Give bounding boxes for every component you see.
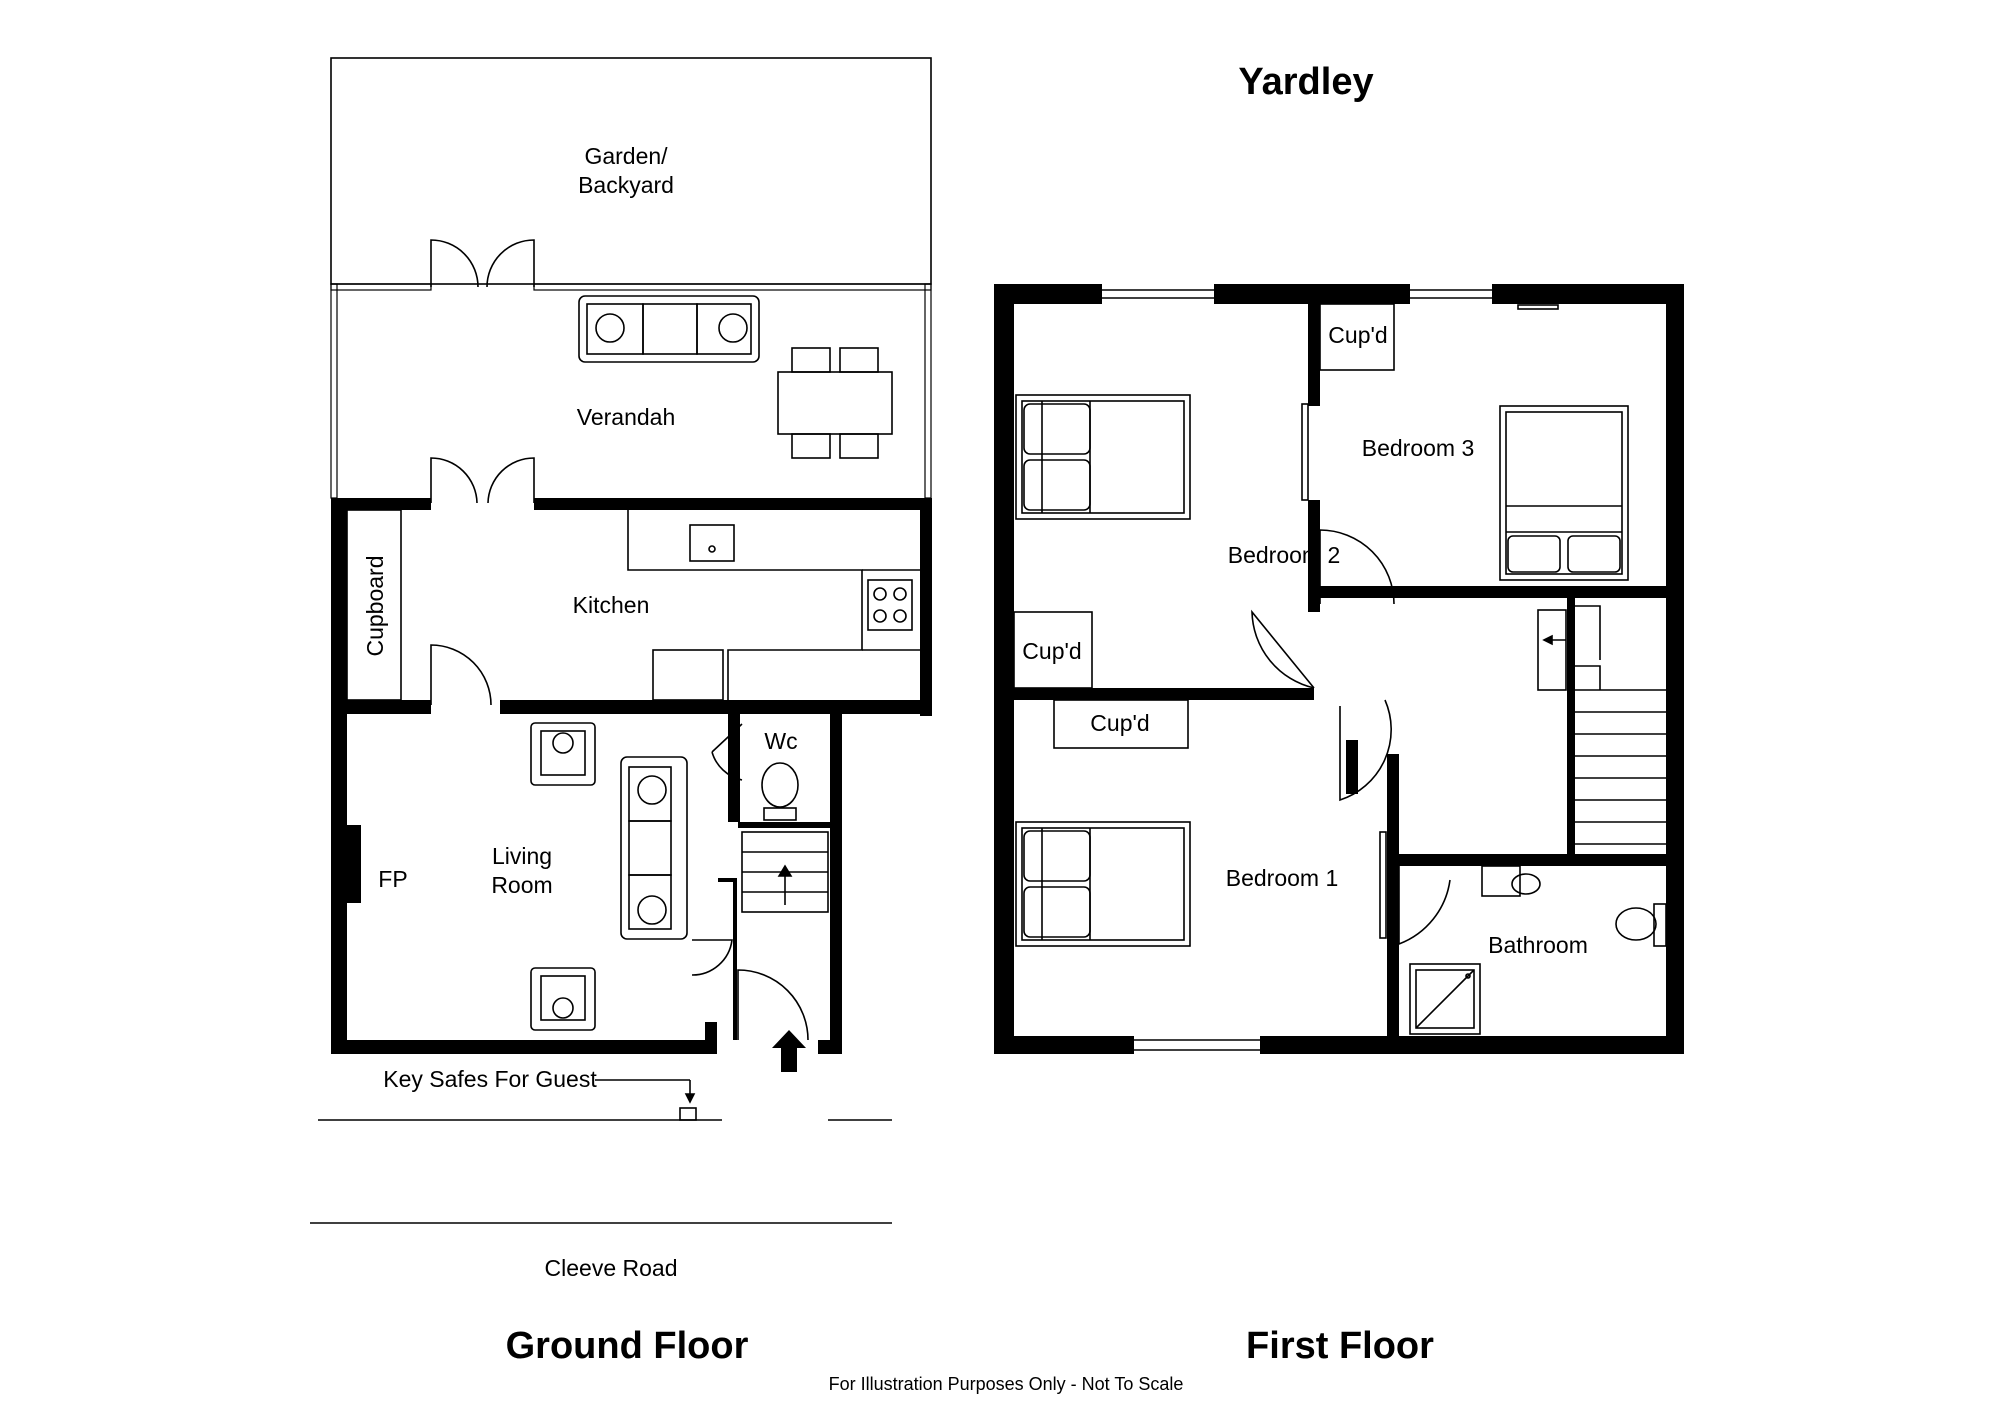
living-sofa bbox=[620, 756, 688, 940]
road-label: Cleeve Road bbox=[545, 1255, 678, 1281]
bathroom-label: Bathroom bbox=[1488, 932, 1588, 958]
living-room-label-line1: Living bbox=[492, 843, 552, 869]
living-room-label-line2: Room bbox=[491, 872, 552, 898]
ground-floor-title: Ground Floor bbox=[506, 1325, 749, 1367]
bedroom2-label: Bedroom 2 bbox=[1228, 542, 1341, 568]
first-walls bbox=[994, 284, 1684, 1054]
verandah-boundary bbox=[330, 283, 932, 499]
fireplace-label: FP bbox=[378, 866, 407, 892]
dining-table bbox=[777, 347, 893, 459]
first-stairs bbox=[1537, 605, 1666, 845]
ground-walls bbox=[331, 498, 932, 1054]
bathroom-fixtures bbox=[1409, 865, 1667, 1035]
bedroom2-bed bbox=[1015, 394, 1191, 520]
bedroom1-mirror bbox=[1379, 831, 1387, 939]
garden-label-line2: Backyard bbox=[578, 172, 674, 198]
key-safes-label: Key Safes For Guest bbox=[383, 1066, 597, 1092]
kitchen-living-door bbox=[430, 644, 492, 706]
wc-door bbox=[711, 723, 743, 781]
verandah-garden-doors bbox=[430, 239, 535, 288]
ground-floor-plan: Garden/ Backyard Verandah Kitchen Cupboa… bbox=[310, 57, 932, 1281]
first-windows bbox=[1102, 289, 1559, 1051]
bedroom3-bed bbox=[1499, 405, 1629, 581]
property-title: Yardley bbox=[1238, 61, 1373, 103]
bedroom3-cupd-label: Cup'd bbox=[1328, 322, 1387, 348]
first-floor-plan: Bedroom 2 Bedroom 3 Bedroom 1 Bathroom C… bbox=[994, 284, 1684, 1054]
ground-stairs bbox=[741, 831, 829, 913]
first-floor-title: First Floor bbox=[1246, 1325, 1434, 1367]
wc-label: Wc bbox=[764, 728, 797, 754]
road-lines bbox=[310, 1119, 892, 1224]
verandah-sofa bbox=[578, 295, 760, 363]
kitchen-cupboard bbox=[346, 509, 402, 701]
first-doors bbox=[1251, 529, 1451, 946]
entrance-arrow-icon bbox=[772, 1030, 806, 1072]
bedroom1-cupd bbox=[1053, 699, 1189, 749]
garden-label-line1: Garden/ bbox=[584, 143, 668, 169]
bedroom2-cupd-label: Cup'd bbox=[1022, 638, 1081, 664]
wc-toilet bbox=[761, 762, 799, 821]
kitchen-label: Kitchen bbox=[573, 592, 650, 618]
bedroom1-bed bbox=[1015, 821, 1191, 947]
living-armchair-top bbox=[530, 722, 596, 786]
key-safe-pointer bbox=[595, 1079, 697, 1121]
bedroom3-label: Bedroom 3 bbox=[1362, 435, 1475, 461]
bedroom3-cupd bbox=[1319, 303, 1395, 371]
living-armchair-bottom bbox=[530, 967, 596, 1031]
front-door bbox=[691, 878, 809, 1041]
bedroom2-mirror bbox=[1301, 403, 1309, 501]
bedroom1-label: Bedroom 1 bbox=[1226, 865, 1339, 891]
bedroom1-cupd-label: Cup'd bbox=[1090, 710, 1149, 736]
kitchen-verandah-doors bbox=[430, 457, 535, 504]
verandah-label: Verandah bbox=[577, 404, 675, 430]
cupboard-label: Cupboard bbox=[362, 555, 388, 656]
kitchen-counters bbox=[627, 510, 920, 701]
garden-outline bbox=[330, 57, 932, 285]
disclaimer: For Illustration Purposes Only - Not To … bbox=[829, 1374, 1184, 1394]
bedroom2-cupd bbox=[1013, 611, 1093, 689]
